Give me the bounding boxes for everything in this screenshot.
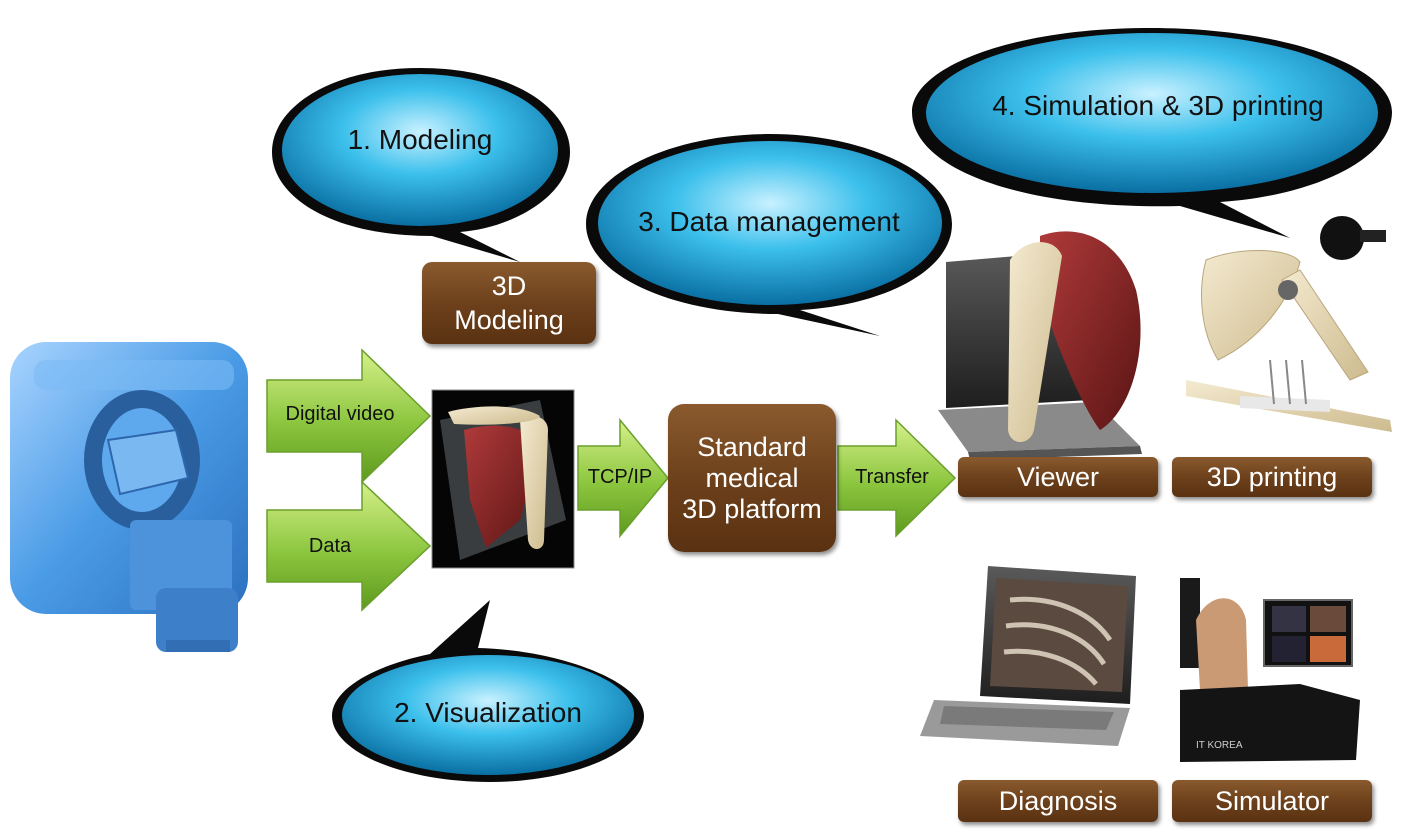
- bubble-visualization: [332, 600, 644, 782]
- printing-image: [1186, 216, 1392, 432]
- shoulder-3d-image: [431, 389, 575, 569]
- arrow-label-digital-video: Digital video: [285, 403, 395, 425]
- arrow-label-transfer: Transfer: [855, 466, 929, 488]
- bubble-modeling: [272, 68, 570, 262]
- bubble-label-data-management: 3. Data management: [638, 206, 900, 237]
- box-3d-modeling: 3D Modeling: [422, 262, 596, 344]
- simulator-watermark: IT KOREA: [1196, 740, 1243, 751]
- arrow-data: [266, 480, 432, 612]
- viewer-laptop-image: [938, 231, 1142, 460]
- simulator-image: IT KOREA: [1180, 578, 1360, 762]
- bubble-label-visualization: 2. Visualization: [394, 697, 582, 728]
- arrow-label-tcpip: TCP/IP: [587, 466, 653, 488]
- platform-line3: 3D platform: [682, 493, 822, 524]
- arrow-transfer: [837, 418, 957, 538]
- box-simulator: Simulator: [1172, 780, 1372, 822]
- box-3d-printing: 3D printing: [1172, 457, 1372, 497]
- arrow-label-data: Data: [308, 535, 352, 557]
- arrow-digital-video: [266, 348, 432, 484]
- ct-scanner-image: [10, 342, 248, 652]
- bubble-data-management: [586, 134, 952, 336]
- box-standard-medical-3d-platform: Standard medical 3D platform: [668, 404, 836, 552]
- box-viewer: Viewer: [958, 457, 1158, 497]
- box-3d-modeling-line2: Modeling: [454, 305, 564, 335]
- bubble-simulation: [912, 28, 1392, 238]
- arrow-tcpip: [577, 417, 669, 539]
- bubble-label-simulation: 4. Simulation & 3D printing: [992, 90, 1324, 121]
- box-3d-modeling-line1: 3D: [491, 271, 527, 301]
- bubble-label-modeling: 1. Modeling: [347, 124, 493, 155]
- box-diagnosis: Diagnosis: [958, 780, 1158, 822]
- diagnosis-laptop-image: [920, 566, 1136, 746]
- platform-line1: Standard: [697, 431, 807, 462]
- platform-line2: medical: [705, 462, 799, 493]
